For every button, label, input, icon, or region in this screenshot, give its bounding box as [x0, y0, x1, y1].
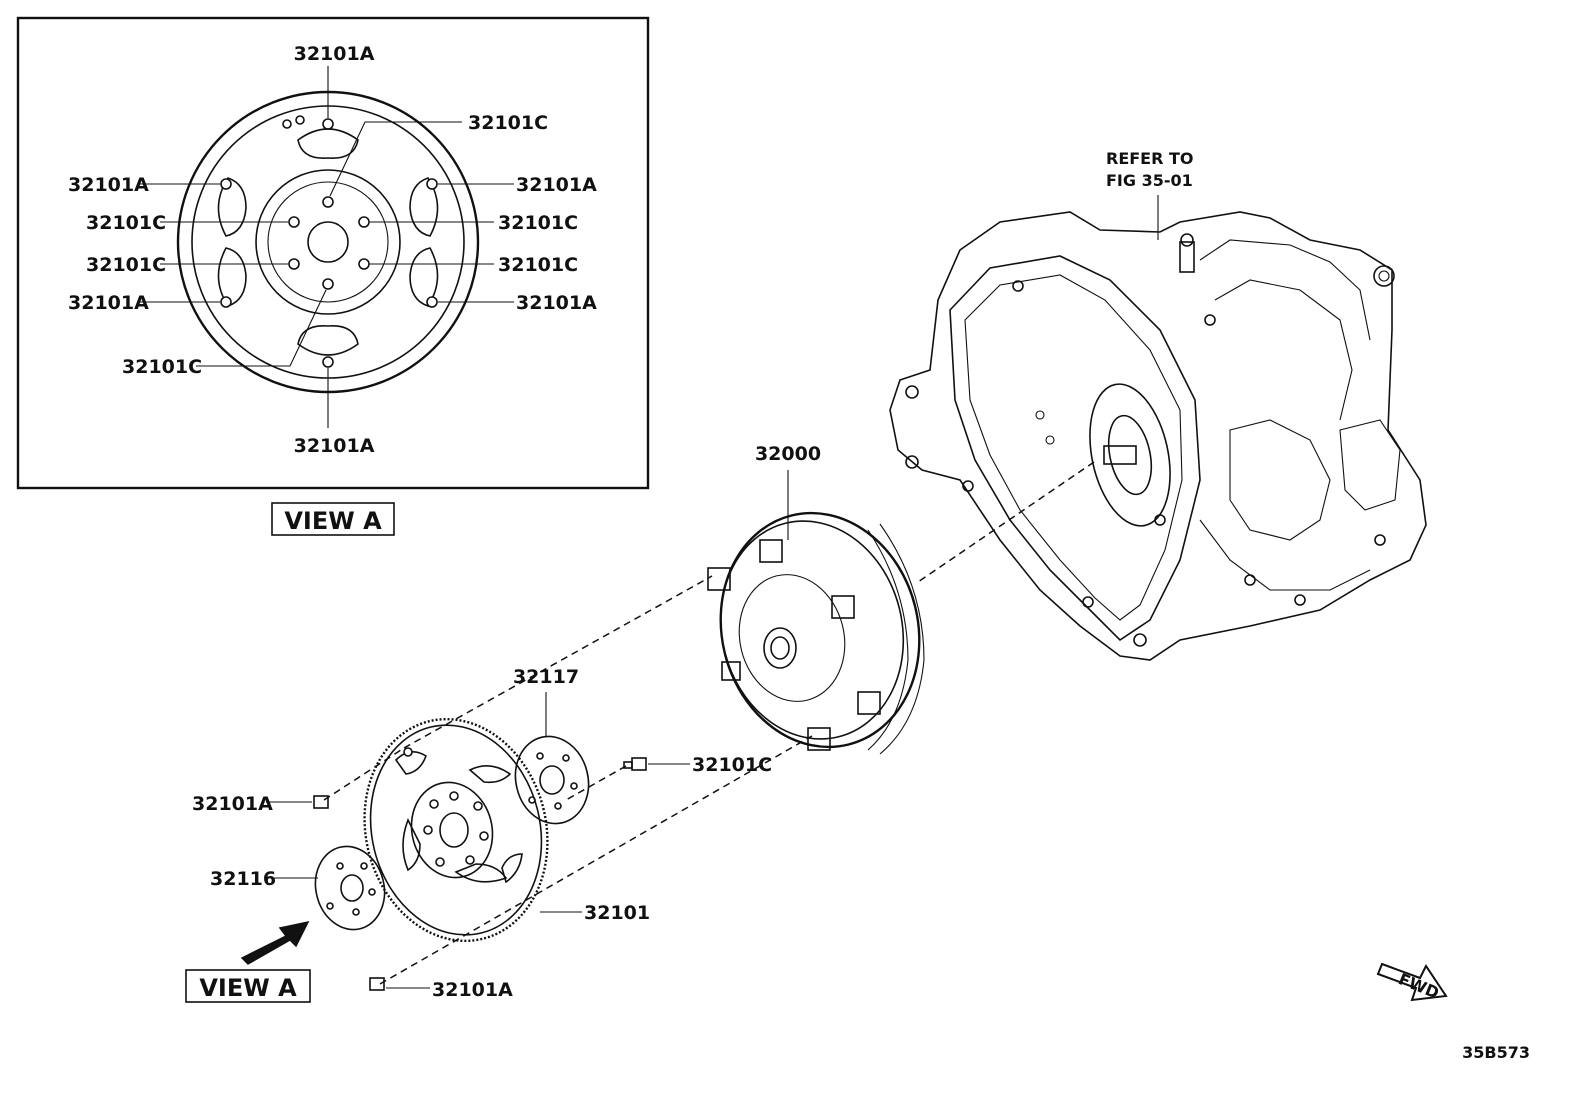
inset-center-bore — [307, 221, 349, 263]
inset-leaders — [138, 66, 514, 428]
inset-hub-inner — [267, 181, 389, 303]
axis-line-converter — [917, 461, 1095, 583]
callout-left-lower-c: 32101C — [86, 254, 166, 276]
refer-note-line1: REFER TO — [1106, 149, 1194, 168]
label-bolt-a-upper: 32101A — [192, 793, 273, 815]
bolt-32101c — [623, 757, 690, 771]
callout-bottom: 32101A — [294, 435, 375, 457]
inset-outer-ring — [176, 90, 480, 394]
inset-ring-2 — [191, 105, 465, 379]
view-a-caption-bottom: VIEW A — [185, 969, 311, 1003]
inset-hub-outer — [255, 169, 401, 315]
label-bolt-c: 32101C — [692, 754, 772, 776]
view-a-inset: 32101A 32101C 32101A 32101A 32101C 32101… — [16, 16, 650, 490]
view-a-arrow — [240, 920, 310, 965]
callout-left-upper-a: 32101A — [68, 174, 149, 196]
callout-top: 32101A — [294, 43, 375, 65]
plate-32116 — [272, 845, 386, 931]
bolt-32101a-lower — [369, 977, 430, 991]
callout-right-upper-a: 32101A — [516, 174, 597, 196]
bolt-32101a-upper — [266, 795, 329, 809]
refer-note-line2: FIG 35-01 — [1106, 171, 1193, 190]
torque-converter — [707, 461, 1095, 755]
label-torque-converter: 32000 — [755, 443, 821, 465]
view-a-label-bottom: VIEW A — [199, 974, 297, 1002]
transaxle-bolts — [905, 280, 1386, 647]
callout-top-right-c: 32101C — [468, 112, 548, 134]
callout-bottom-left-c: 32101C — [122, 356, 202, 378]
assembly-dashed-lines — [323, 575, 813, 985]
label-drive-plate: 32101 — [584, 902, 650, 924]
label-spacer: 32117 — [513, 666, 579, 688]
inset-holes — [220, 115, 438, 368]
drive-plate-holes — [403, 747, 489, 867]
callout-right-lower-c: 32101C — [498, 254, 578, 276]
converter-lugs — [707, 539, 881, 751]
drive-plate-32101 — [363, 717, 582, 943]
label-bolt-a-lower: 32101A — [432, 979, 513, 1001]
callout-left-lower-a: 32101A — [68, 292, 149, 314]
fwd-arrow: FWD — [1376, 962, 1448, 1003]
view-a-label-top: VIEW A — [284, 507, 382, 535]
spacer-plate-32117 — [514, 692, 590, 825]
inset-cutouts — [217, 128, 439, 356]
diagram-code: 35B573 — [1462, 1043, 1530, 1062]
view-a-caption-top: VIEW A — [271, 502, 395, 536]
drive-plate-cutouts — [394, 751, 523, 884]
inset-frame — [16, 16, 650, 490]
transaxle-assembly — [889, 195, 1427, 661]
callout-right-upper-c: 32101C — [498, 212, 578, 234]
callout-right-lower-a: 32101A — [516, 292, 597, 314]
callout-left-upper-c: 32101C — [86, 212, 166, 234]
label-plate: 32116 — [210, 868, 276, 890]
